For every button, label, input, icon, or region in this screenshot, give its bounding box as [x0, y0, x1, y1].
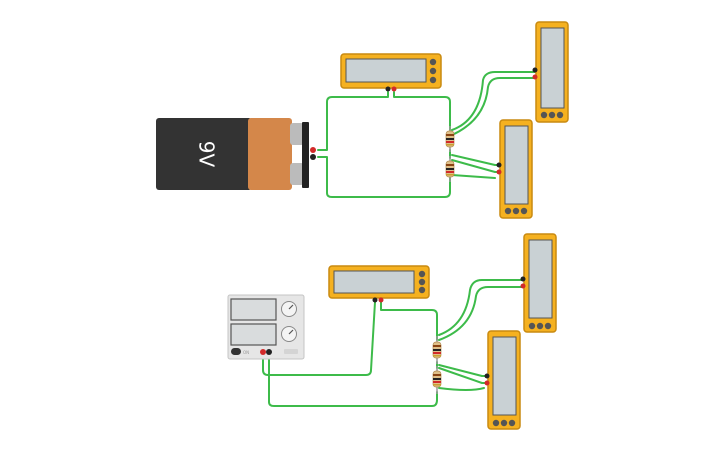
battery-terminal-negative[interactable]	[310, 154, 316, 160]
multimeter-top-horizontal[interactable]	[340, 53, 442, 92]
meter-mode-button-2[interactable]	[548, 111, 556, 119]
wire-node-to-right-meter-1[interactable]	[438, 279, 523, 336]
meter-screen	[492, 336, 517, 416]
meter-mode-button-3[interactable]	[508, 419, 516, 427]
resistor-top-1[interactable]	[445, 126, 455, 152]
battery-body	[156, 118, 252, 190]
multimeter-bottom-right-vertical[interactable]	[520, 233, 557, 333]
meter-screen	[333, 270, 415, 294]
multimeter-top-middle-vertical[interactable]	[496, 119, 533, 219]
psu-terminal-positive[interactable]	[260, 349, 266, 355]
black-probe-icon[interactable]	[484, 373, 490, 379]
resistor-bottom-1[interactable]	[432, 336, 442, 364]
wire-node-to-mid-meter-2[interactable]	[451, 159, 501, 173]
meter-mode-button-1[interactable]	[492, 419, 500, 427]
meter-mode-button-3[interactable]	[520, 207, 528, 215]
top-wires	[317, 71, 536, 198]
wire-node-to-right-meter-2[interactable]	[438, 286, 523, 341]
battery-copper-cap	[248, 118, 292, 190]
wire-psu-red-to-meter[interactable]	[262, 301, 376, 376]
meter-mode-button-2[interactable]	[512, 207, 520, 215]
meter-mode-button-1[interactable]	[504, 207, 512, 215]
battery-clip	[302, 122, 309, 188]
multimeter-top-right-vertical[interactable]	[532, 21, 569, 123]
black-probe-icon[interactable]	[496, 162, 502, 168]
meter-mode-button-3[interactable]	[418, 286, 426, 294]
wire-battery-neg-bottom[interactable]	[317, 156, 451, 198]
resistor-top-2[interactable]	[445, 156, 455, 182]
meter-mode-button-1[interactable]	[528, 322, 536, 330]
battery-terminal-bottom	[290, 163, 304, 185]
battery-label: 9V	[195, 141, 219, 168]
bottom-circuit: ON	[227, 233, 557, 430]
psu-display-current	[230, 323, 277, 346]
meter-mode-button-2[interactable]	[500, 419, 508, 427]
meter-mode-button-3[interactable]	[556, 111, 564, 119]
wire-meter-to-res-top[interactable]	[380, 301, 438, 341]
dial-knob-icon[interactable]	[281, 301, 297, 317]
multimeter-bottom-horizontal[interactable]	[328, 265, 430, 303]
meter-mode-button-3[interactable]	[429, 76, 437, 84]
red-probe-icon[interactable]	[378, 297, 384, 303]
red-probe-icon[interactable]	[496, 169, 502, 175]
red-probe-icon[interactable]	[391, 86, 397, 92]
wire-res2-to-lower-meter[interactable]	[438, 387, 485, 391]
top-circuit: 9V	[156, 21, 569, 219]
meter-mode-button-1[interactable]	[418, 270, 426, 278]
red-probe-icon[interactable]	[532, 74, 538, 80]
meter-mode-button-1[interactable]	[429, 58, 437, 66]
psu-display-voltage	[230, 298, 277, 321]
wire-node-to-mid-meter-1[interactable]	[451, 154, 501, 166]
psu-power-switch[interactable]	[231, 348, 241, 355]
meter-mode-button-2[interactable]	[429, 67, 437, 75]
black-probe-icon[interactable]	[372, 297, 378, 303]
multimeter-bottom-lower-vertical[interactable]	[484, 330, 521, 430]
black-probe-icon[interactable]	[520, 276, 526, 282]
resistor-bottom-2[interactable]	[432, 366, 442, 394]
meter-screen	[345, 58, 427, 83]
meter-mode-button-2[interactable]	[418, 278, 426, 286]
red-probe-icon[interactable]	[520, 283, 526, 289]
bottom-wires	[262, 279, 523, 407]
battery-terminal-positive[interactable]	[310, 147, 316, 153]
wire-meter-to-right-node[interactable]	[393, 91, 451, 131]
dial-knob-icon[interactable]	[281, 326, 297, 342]
battery-terminal-top	[290, 123, 304, 145]
meter-mode-button-3[interactable]	[544, 322, 552, 330]
meter-mode-button-2[interactable]	[536, 322, 544, 330]
psu-label-strip	[284, 349, 298, 354]
red-probe-icon[interactable]	[484, 380, 490, 386]
battery-9v[interactable]: 9V	[156, 118, 316, 190]
meter-screen	[504, 125, 529, 205]
wire-battery-to-left-node[interactable]	[317, 91, 389, 151]
psu-terminal-negative[interactable]	[266, 349, 272, 355]
psu-switch-label: ON	[243, 350, 249, 355]
meter-screen	[540, 27, 565, 109]
wire-res2-to-mid-meter[interactable]	[451, 174, 496, 179]
wire-node-to-right-meter-1[interactable]	[451, 71, 536, 131]
meter-screen	[528, 239, 553, 319]
black-probe-icon[interactable]	[532, 67, 538, 73]
meter-mode-button-1[interactable]	[540, 111, 548, 119]
wire-psu-black-to-bottom[interactable]	[268, 354, 438, 407]
black-probe-icon[interactable]	[385, 86, 391, 92]
dc-power-supply[interactable]: ON	[227, 294, 305, 360]
wire-node-to-right-meter-2[interactable]	[451, 77, 536, 136]
